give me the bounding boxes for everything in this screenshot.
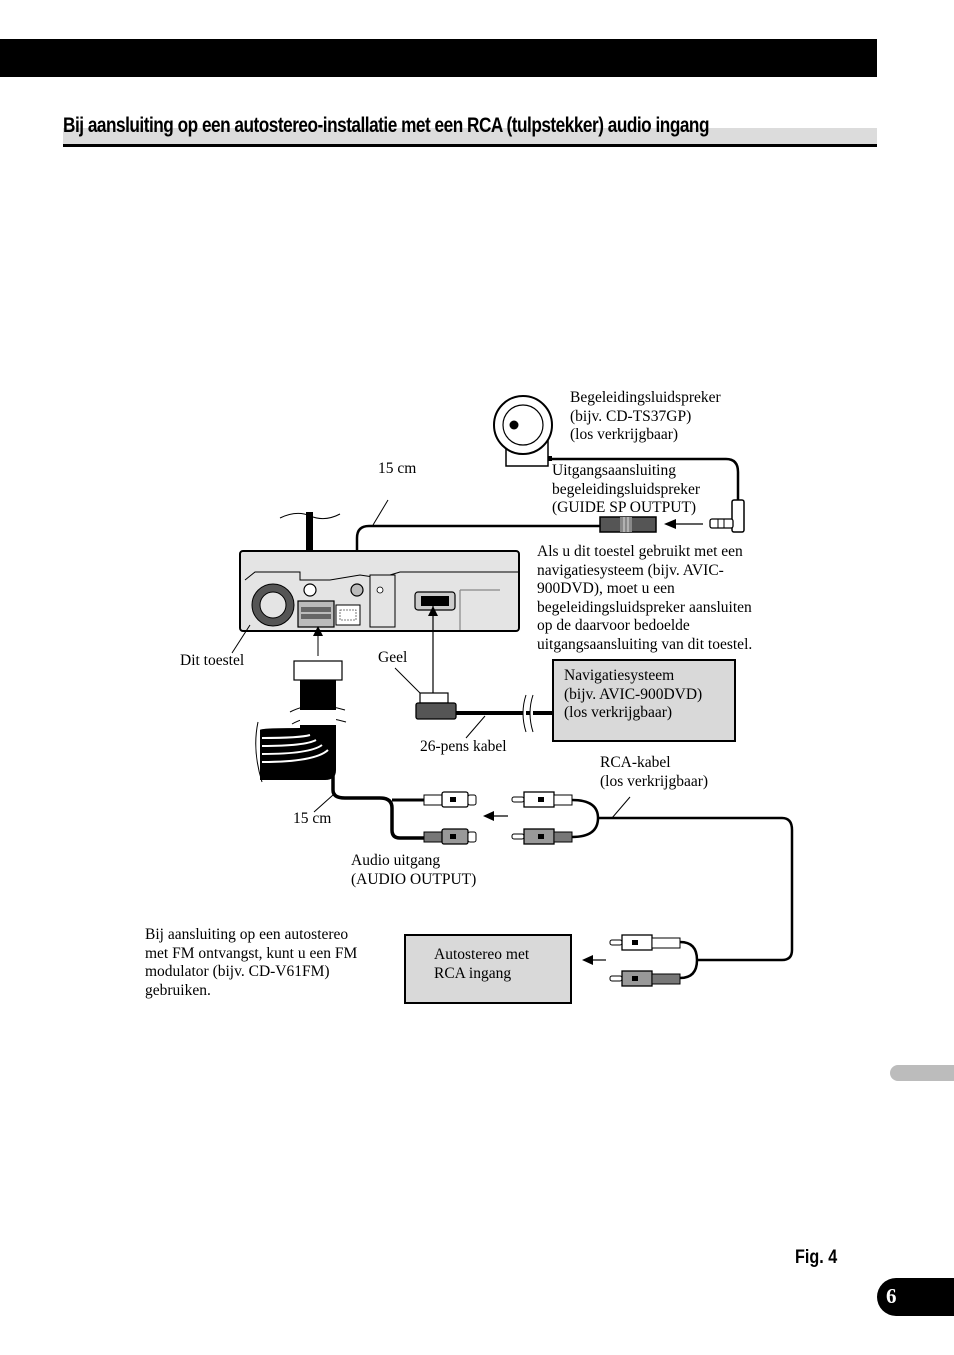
rca-male-red-icon	[511, 828, 573, 845]
heading-shade	[63, 128, 877, 144]
speaker-cable	[552, 457, 740, 502]
rca-female-red-icon	[423, 828, 477, 845]
wiring-harness-icon	[255, 680, 347, 783]
rca-male-red-icon-2	[609, 970, 681, 987]
rca-male-white-icon	[511, 791, 573, 808]
section-side-tab	[890, 1065, 954, 1081]
cable-length-top-label: 15 cm	[378, 460, 417, 477]
nav-note-text: Als u dit toestel gebruikt met een navig…	[537, 543, 753, 653]
arrow-left-icon	[483, 811, 508, 821]
head-unit-icon	[239, 550, 520, 632]
mini-plug-icon	[709, 499, 745, 533]
rca-male-white-icon-2	[609, 934, 681, 951]
cable-length-bottom-label: 15 cm	[293, 810, 332, 827]
header-bar	[0, 39, 877, 77]
arrow-left-icon	[664, 519, 703, 529]
rca-cable-label: RCA-kabel (los verkrijgbaar)	[600, 754, 709, 790]
audio-output-label: Audio uitgang (AUDIO OUTPUT)	[351, 852, 477, 888]
guide-speaker-icon	[493, 395, 553, 467]
page-number-tab: 6	[877, 1278, 954, 1316]
car-stereo-box: Autostereo met RCA ingang	[404, 934, 572, 1004]
rca-cable	[571, 798, 794, 962]
yellow-label: Geel	[378, 649, 408, 666]
guide-speaker-label: Begeleidingsluidspreker (bijv. CD-TS37GP…	[570, 389, 721, 443]
26pin-cable-label: 26-pens kabel	[420, 738, 507, 755]
figure-label: Fig. 4	[795, 1247, 838, 1268]
guide-output-cable	[355, 524, 600, 590]
guide-output-label: Uitgangsaansluiting begeleidingsluidspre…	[552, 462, 701, 516]
navigation-system-box: Navigatiesysteem (bijv. AVIC-900DVD) (lo…	[552, 659, 736, 742]
heading-rule	[63, 144, 877, 147]
unit-label: Dit toestel	[180, 652, 245, 669]
section-heading: Bij aansluiting op een autostereo-instal…	[63, 112, 877, 148]
arrow-left-icon	[582, 955, 606, 965]
fm-note-text: Bij aansluiting op een autostereo met FM…	[145, 926, 358, 999]
audio-output-cable	[331, 775, 424, 840]
rca-female-white-icon	[423, 791, 477, 808]
page-title: Bij aansluiting op een autostereo-instal…	[63, 114, 709, 137]
harness-connector-icon	[293, 660, 343, 681]
guide-sp-jack-icon	[599, 516, 657, 533]
26pin-connector-icon	[415, 692, 457, 720]
page-number: 6	[886, 1284, 897, 1308]
